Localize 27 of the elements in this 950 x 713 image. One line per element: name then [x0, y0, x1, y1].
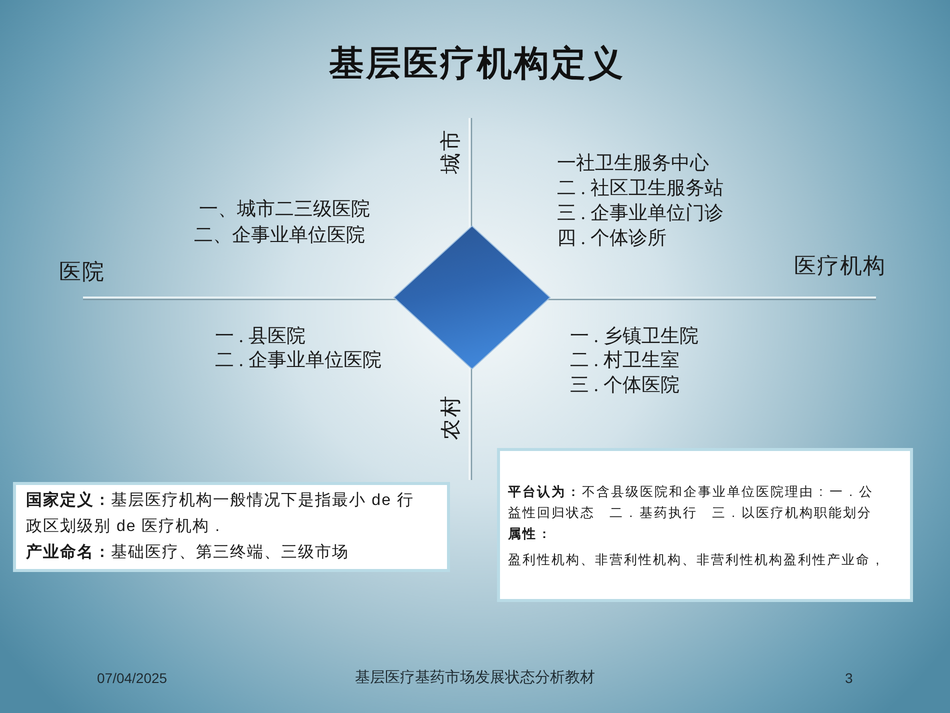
definition-text: 平台认为 : 不含县级医院和企事业单位医院理由 : 一 . 公益性回归状态 二 . 基药执行 三 . 以医疗机构职能划分	[508, 482, 875, 522]
slide-title: 基层医疗机构定义	[329, 43, 625, 85]
axis-label: 医疗机构	[794, 253, 886, 280]
axis-label: 农村	[438, 394, 464, 440]
list-item: 二 . 企事业单位医院	[215, 350, 382, 373]
list-item: 一 . 乡镇卫生院	[570, 326, 698, 349]
definition-text: 属性 :	[508, 524, 549, 542]
list-item: 三 . 企事业单位门诊	[557, 203, 724, 226]
list-item: 一 . 县医院	[215, 326, 306, 349]
definition-text: 产业命名 : 基础医疗、第三终端、三级市场	[26, 542, 350, 563]
list-item: 一社卫生服务中心	[557, 153, 709, 176]
opinion-card	[497, 448, 913, 602]
definition-card	[13, 482, 450, 572]
definition-text: 盈利性机构、非营利性机构、非营利性机构盈利性产业命 ,	[508, 550, 882, 568]
axis-label: 医院	[59, 259, 105, 286]
list-item: 三 . 个体医院	[570, 375, 680, 398]
list-item: 二、企事业单位医院	[194, 225, 365, 248]
list-item: 一、城市二三级医院	[199, 199, 370, 222]
list-item: 四 . 个体诊所	[557, 228, 666, 251]
page-number: 3	[845, 670, 853, 687]
definition-text: 国家定义 : 基层医疗机构一般情况下是指最小 de 行政区划级别 de 医疗机构 .	[26, 490, 415, 537]
diamond-shape	[393, 225, 551, 370]
list-item: 二 . 社区卫生服务站	[557, 178, 724, 201]
axis-label: 城市	[438, 128, 464, 174]
list-item: 二 . 村卫生室	[570, 350, 680, 373]
footer-title: 基层医疗基药市场发展状态分析教材	[355, 669, 595, 687]
footer-date: 07/04/2025	[97, 670, 168, 687]
